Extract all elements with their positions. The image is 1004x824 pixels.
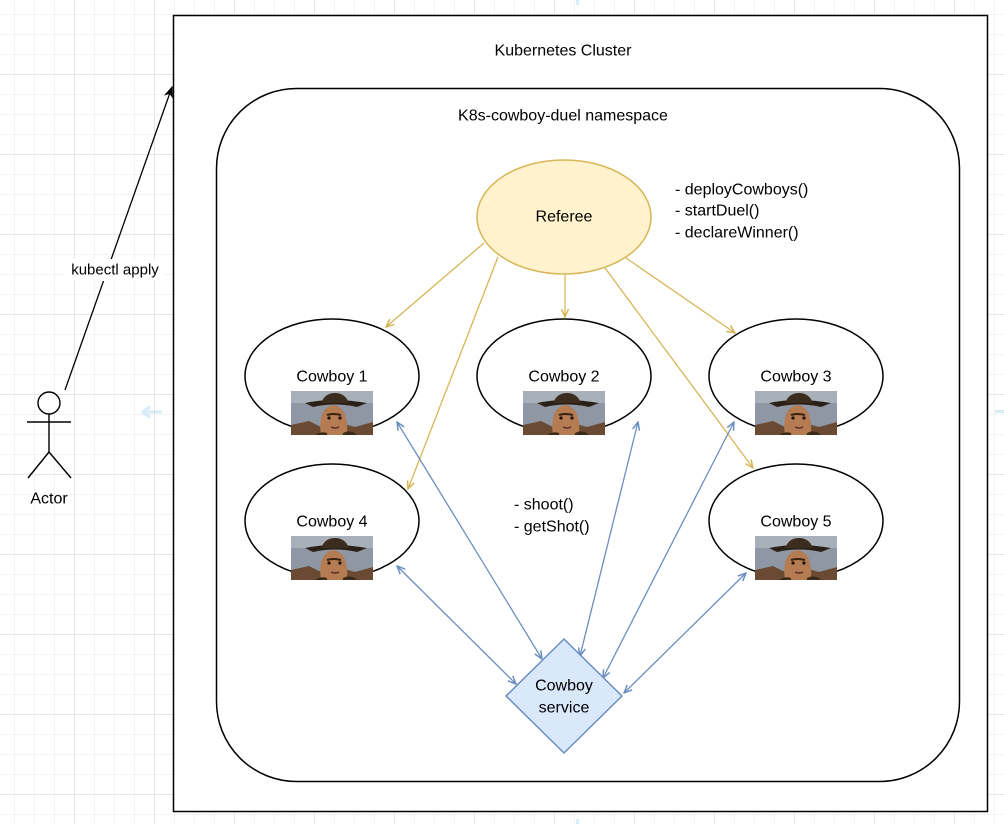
arrow-cowboy-1-service — [397, 422, 542, 659]
referee-methods: - deployCowboys() - startDuel() - declar… — [675, 182, 808, 242]
service-method-2: - getShot() — [514, 519, 590, 536]
cowboy-label: Cowboy 2 — [528, 369, 599, 386]
referee-node[interactable]: Referee — [476, 159, 652, 275]
arrow-referee-to-cowboy-3 — [625, 257, 735, 333]
service-methods: - shoot() - getShot() — [514, 497, 590, 536]
cowboy-portrait-image — [290, 390, 374, 436]
kubectl-apply-label: kubectl apply — [71, 262, 159, 279]
cowboy-label: Cowboy 5 — [760, 514, 831, 531]
cowboy-label: Cowboy 1 — [296, 369, 367, 386]
referee-method-2: - startDuel() — [675, 203, 759, 220]
cowboy-service-node[interactable]: Cowboy service — [504, 637, 624, 755]
service-arrows — [397, 422, 746, 693]
cowboy-node-3[interactable]: Cowboy 3 — [708, 318, 884, 436]
cowboy-portrait-image — [754, 390, 838, 436]
cowboy-label: Cowboy 4 — [296, 514, 367, 531]
cowboy-node-4[interactable]: Cowboy 4 — [244, 463, 420, 581]
referee-method-1: - deployCowboys() — [675, 182, 808, 199]
cowboy-portrait-image — [290, 535, 374, 581]
cowboy-portrait-image — [522, 390, 606, 436]
cowboy-node-1[interactable]: Cowboy 1 — [244, 318, 420, 436]
cowboy-label: Cowboy 3 — [760, 369, 831, 386]
cowboy-portrait-image — [754, 535, 838, 581]
actor-figure[interactable] — [27, 391, 72, 479]
canvas-hint-marks — [141, 0, 1004, 824]
arrow-cowboy-4-service — [397, 566, 516, 684]
edge-label-background — [64, 259, 164, 281]
namespace-label: K8s-cowboy-duel namespace — [458, 108, 668, 125]
referee-method-3: - declareWinner() — [675, 225, 799, 242]
arrow-actor-to-cluster — [64, 85, 173, 391]
actor-label: Actor — [30, 491, 68, 508]
service-method-1: - shoot() — [514, 497, 574, 514]
arrow-cowboy-5-service — [624, 573, 746, 693]
arrow-referee-to-cowboy-1 — [386, 242, 485, 327]
cluster-label: Kubernetes Cluster — [495, 43, 633, 60]
service-label-line-1: Cowboy — [535, 678, 593, 695]
referee-label: Referee — [536, 209, 593, 226]
cowboy-node-2[interactable]: Cowboy 2 — [476, 318, 652, 436]
service-label-line-2: service — [539, 700, 590, 717]
